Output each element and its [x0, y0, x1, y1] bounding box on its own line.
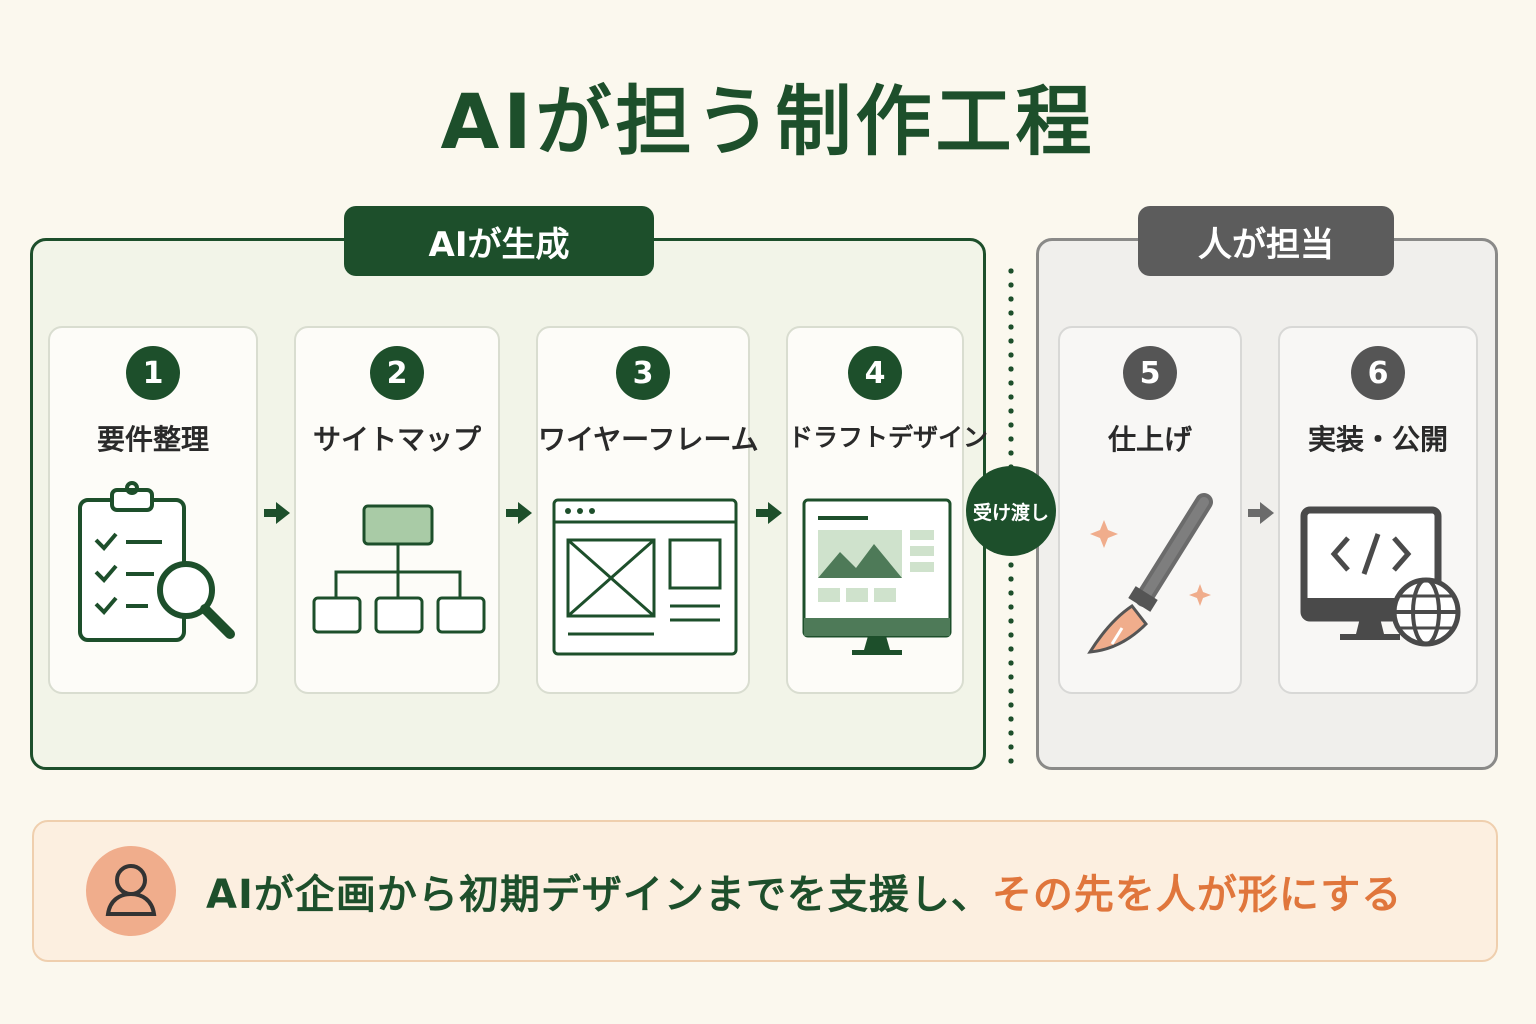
summary-human-part: その先を人が形にする	[991, 872, 1403, 918]
human-group-label: 人が担当	[1138, 206, 1394, 276]
step-number-5: 5	[1123, 346, 1177, 400]
step-card-3: 3 ワイヤーフレーム	[536, 326, 759, 694]
person-icon	[105, 864, 157, 916]
step-label-3: ワイヤーフレーム	[538, 423, 759, 456]
step-label-2: サイトマップ	[312, 423, 481, 456]
step-number-6: 6	[1351, 346, 1405, 400]
step-label-1: 要件整理	[96, 423, 209, 456]
user-avatar	[86, 846, 176, 936]
clipboard-search-icon	[78, 481, 235, 642]
arrow-right-icon	[506, 502, 532, 524]
paintbrush-icon	[1087, 493, 1213, 654]
wireframe-icon	[552, 498, 738, 656]
step-number-1: 1	[126, 346, 180, 400]
step-label-4: ドラフトデザイン	[788, 423, 989, 452]
step-number-2: 2	[370, 346, 424, 400]
step-card-4: 4 ドラフトデザイン	[786, 326, 989, 694]
ai-group-label: AIが生成	[344, 206, 654, 276]
step-card-2: 2 サイトマップ	[294, 326, 500, 694]
arrow-right-icon	[264, 502, 290, 524]
code-globe-icon	[1300, 506, 1461, 647]
handoff-badge: 受け渡し	[966, 466, 1056, 556]
arrow-right-icon	[1248, 502, 1274, 524]
page-title: AIが担う制作工程	[440, 77, 1096, 166]
step-number-4: 4	[848, 346, 902, 400]
step-card-1: 1 要件整理	[48, 326, 258, 694]
step-card-5: 5 仕上げ	[1058, 326, 1242, 694]
step-label-5: 仕上げ	[1107, 423, 1192, 456]
monitor-design-icon	[802, 498, 952, 655]
sitemap-icon	[312, 504, 486, 634]
arrow-right-icon	[756, 502, 782, 524]
step-card-6: 6 実装・公開	[1278, 326, 1478, 694]
summary-banner	[32, 820, 1498, 962]
step-label-6: 実装・公開	[1307, 423, 1448, 456]
step-number-3: 3	[616, 346, 670, 400]
summary-ai-part: AIが企画から初期デザインまでを支援し、	[206, 872, 992, 918]
summary-text: AIが企画から初期デザインまでを支援し、その先を人が形にする	[206, 862, 1402, 920]
